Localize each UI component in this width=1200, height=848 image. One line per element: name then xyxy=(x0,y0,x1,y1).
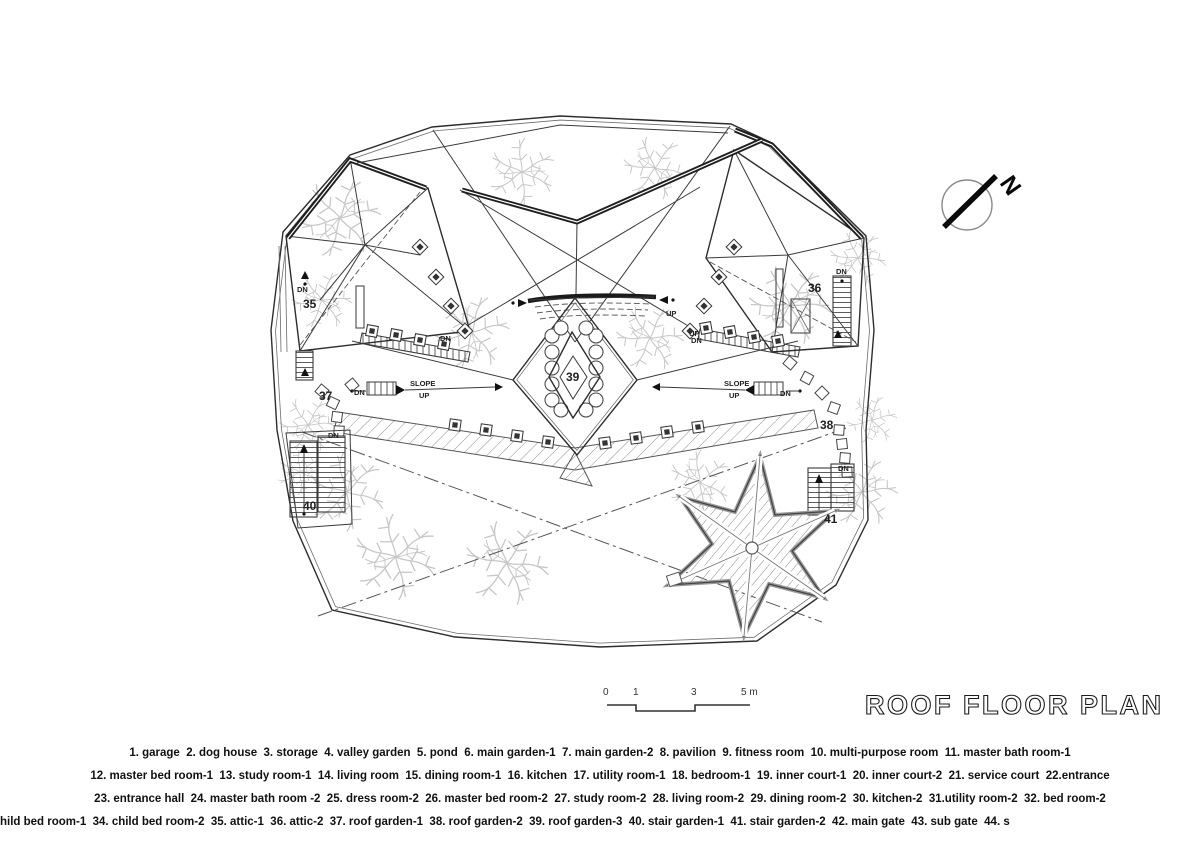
dn-note: DN xyxy=(297,285,308,294)
slope-arrows xyxy=(350,383,802,395)
drawing-title: ROOF FLOOR PLAN xyxy=(865,690,1163,720)
stair-garden-2 xyxy=(807,463,855,516)
slope-up-note: UP xyxy=(729,391,739,400)
legend-line-4: hild bed room-1 34. child bed room-2 35.… xyxy=(0,816,1010,828)
dn-note: DN xyxy=(836,267,847,276)
valley-roof xyxy=(356,124,764,343)
legend-line-2: 12. master bed room-1 13. study room-1 1… xyxy=(90,770,1110,782)
room-number-40: 40 xyxy=(303,499,317,513)
center-bridge xyxy=(511,293,675,320)
dn-note: DN xyxy=(691,336,702,345)
north-arrow: N xyxy=(941,171,1026,231)
dn-note: DN xyxy=(780,389,791,398)
dn-note: DN xyxy=(838,464,849,473)
room-number-35: 35 xyxy=(303,297,317,311)
dn-note: DN xyxy=(328,431,339,440)
room-number-38: 38 xyxy=(820,418,834,432)
star-pavilion-roof xyxy=(662,449,841,642)
left-wing-roof xyxy=(285,157,471,381)
legend-line-3: 23. entrance hall 24. master bath room -… xyxy=(94,793,1106,805)
room-number-36: 36 xyxy=(808,281,822,295)
slope-note: SLOPE xyxy=(724,379,749,388)
scale-tick-1: 1 xyxy=(633,687,639,698)
slope-note: SLOPE xyxy=(410,379,435,388)
room-number-39: 39 xyxy=(566,370,580,384)
dn-note: DN xyxy=(440,334,451,343)
plan-annotations: 35 36 37 38 39 40 41 DN DN DN DN DN DN D… xyxy=(297,267,849,526)
slope-up-note: UP xyxy=(419,391,429,400)
scale-tick-0: 0 xyxy=(603,687,609,698)
scale-tick-5m: 5 m xyxy=(741,687,758,698)
north-letter: N xyxy=(994,171,1026,201)
garden-trees xyxy=(268,126,905,614)
dn-note: DN xyxy=(354,388,365,397)
right-wing-roof xyxy=(705,127,865,353)
stair-garden-1 xyxy=(285,429,353,529)
roof-garden-3 xyxy=(351,296,799,457)
room-number-41: 41 xyxy=(824,512,838,526)
scale-bar: 0 1 3 5 m xyxy=(603,687,758,712)
up-note: UP xyxy=(689,329,699,338)
legend-line-1: 1. garage 2. dog house 3. storage 4. val… xyxy=(129,747,1071,759)
walkway-band xyxy=(333,409,819,487)
scale-tick-3: 3 xyxy=(691,687,697,698)
up-note: UP xyxy=(666,309,676,318)
room-number-37: 37 xyxy=(319,389,333,403)
